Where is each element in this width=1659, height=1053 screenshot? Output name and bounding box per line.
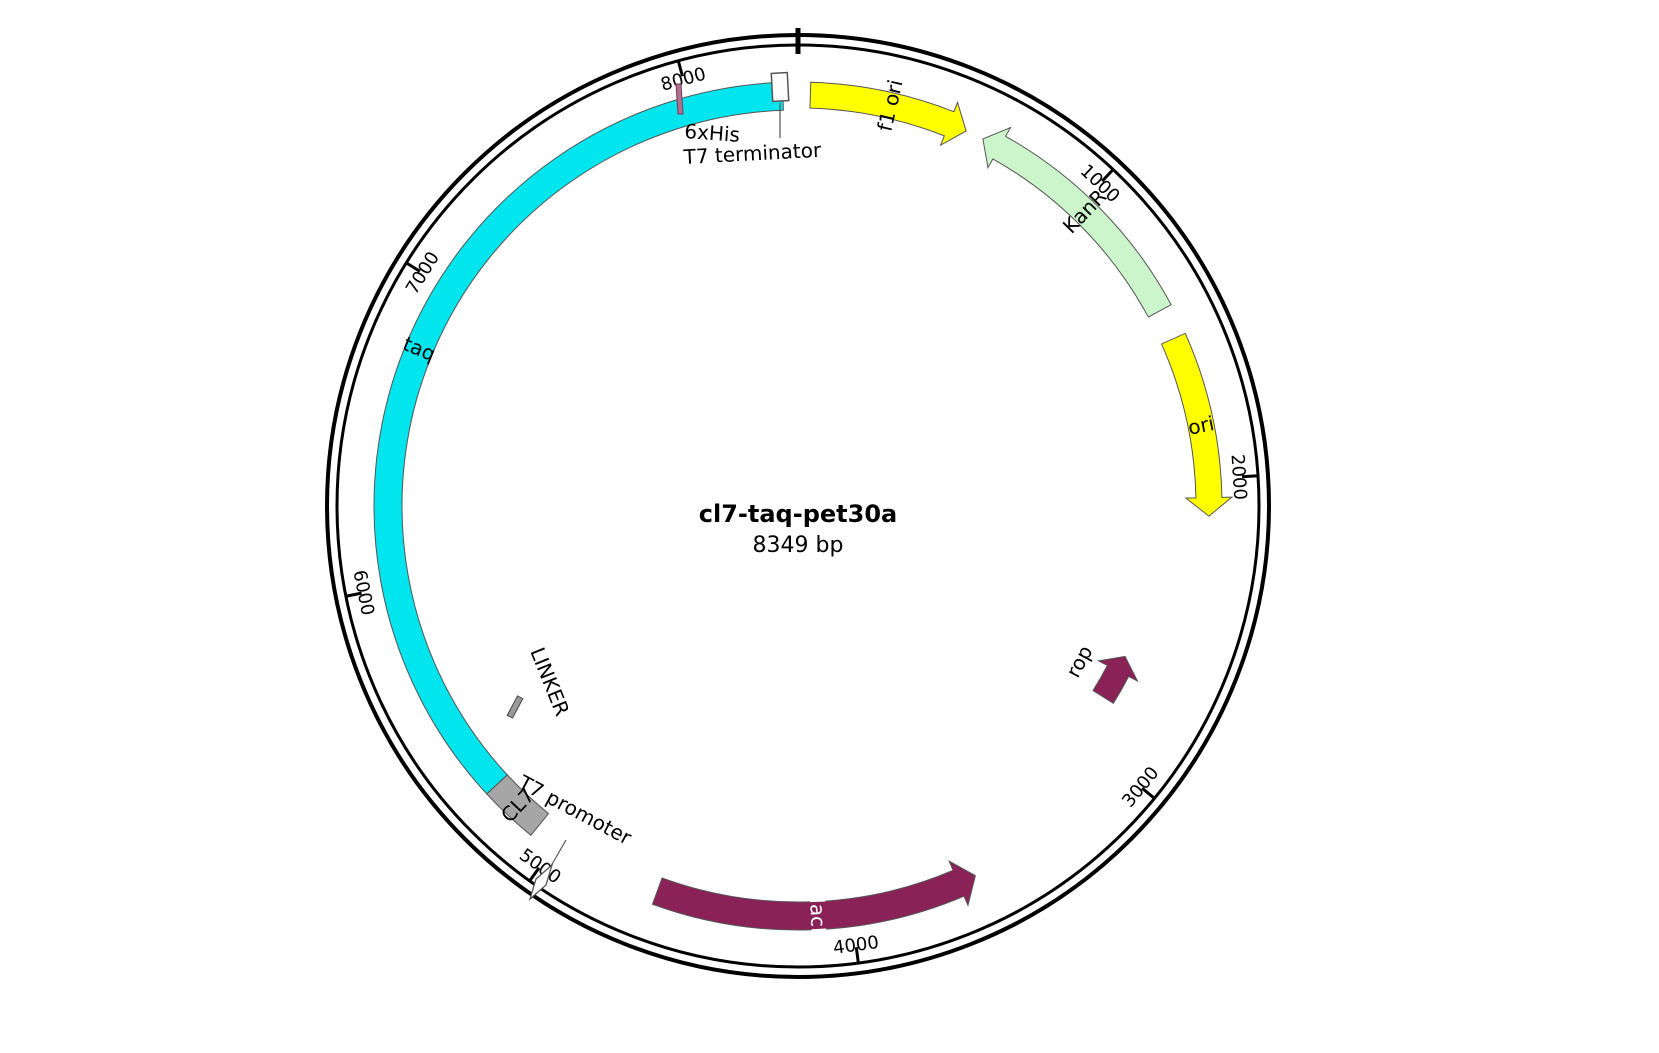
linker-label: LINKER [525, 644, 574, 720]
tick-mark-6000 [345, 591, 362, 598]
6xhis-marker [675, 83, 684, 115]
taq-arrow [373, 81, 784, 795]
rop-label: rop [1061, 641, 1098, 681]
rop-feature: rop [1061, 641, 1139, 704]
ori-feature: ori [1160, 332, 1234, 517]
kanr-feature: KanR [982, 126, 1172, 318]
tick-label-8000: 8000 [659, 64, 709, 96]
ori-arrow [1160, 332, 1234, 517]
tick-label-2000: 2000 [1227, 453, 1251, 500]
tick-label-4000: 4000 [832, 932, 880, 959]
laci-feature: lacI [651, 860, 976, 934]
t7-terminator-marker [770, 71, 790, 103]
tick-label-6000: 6000 [348, 568, 378, 617]
tick-mark-4000 [854, 946, 860, 964]
tick-mark-5000 [528, 866, 541, 882]
tick-mark-8000 [676, 60, 684, 77]
6xhis-label: 6xHis [684, 119, 741, 147]
f1-ori-feature: f1 ori [809, 77, 967, 147]
linker-marker [506, 695, 524, 719]
plasmid-name: cl7-taq-pet30a [699, 500, 897, 528]
tick-mark-3000 [1141, 787, 1156, 800]
ori-label: ori [1186, 411, 1216, 440]
plasmid-size: 8349 bp [753, 533, 844, 558]
rop-arrow [1092, 655, 1139, 704]
tick-mark-2000 [1241, 474, 1259, 479]
laci-label: lacI [805, 898, 831, 934]
laci-arrow [651, 860, 976, 931]
tick-label-3000: 3000 [1118, 763, 1163, 812]
tick-mark-1000 [1101, 168, 1115, 183]
f1-ori-label: f1 ori [872, 77, 907, 133]
kanr-arrow [982, 126, 1172, 318]
taq-feature: taq [373, 81, 784, 795]
tick-mark-7000 [405, 261, 421, 273]
f1-ori-arrow [809, 81, 967, 147]
t7-promoter-leader [550, 839, 567, 867]
